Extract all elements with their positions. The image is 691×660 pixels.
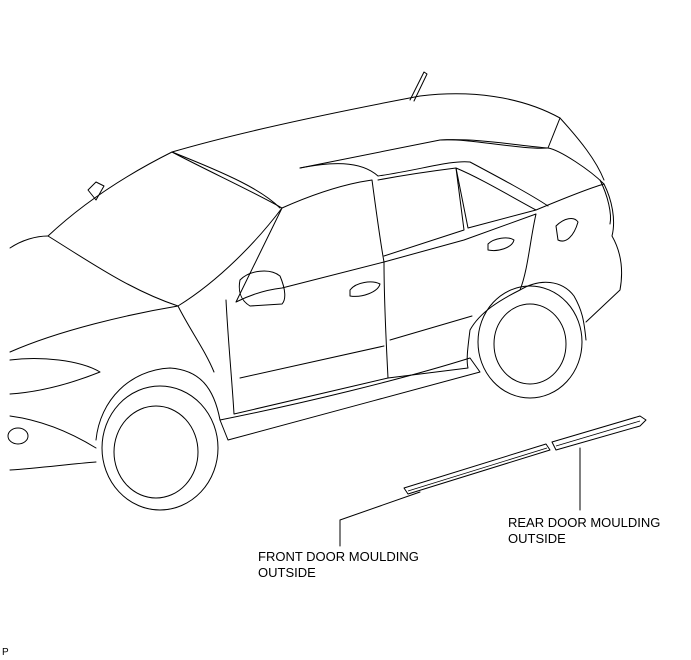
- door-panels: [225, 213, 537, 415]
- rear-wheel: [477, 285, 583, 399]
- hood-front: [7, 235, 215, 471]
- rocker-sill: [219, 357, 481, 441]
- antenna: [409, 71, 428, 102]
- rear-door-moulding-part: [551, 415, 647, 451]
- side-windows: [235, 161, 549, 303]
- rear-door-moulding-label-line1: REAR DOOR MOULDING: [508, 515, 661, 530]
- side-mirror: [238, 270, 286, 307]
- rear-quarter: [519, 179, 623, 341]
- roof-outline: [171, 93, 605, 209]
- leader-lines: [339, 447, 581, 547]
- front-wheel: [95, 367, 221, 511]
- front-door-moulding-label-line1: FRONT DOOR MOULDING: [258, 549, 419, 564]
- front-door-moulding-label-line2: OUTSIDE: [258, 565, 316, 580]
- rear-door-moulding-label-line2: OUTSIDE: [508, 531, 566, 546]
- corner-code: P: [2, 647, 9, 658]
- windshield: [47, 151, 283, 307]
- front-door-moulding-part: [403, 443, 551, 495]
